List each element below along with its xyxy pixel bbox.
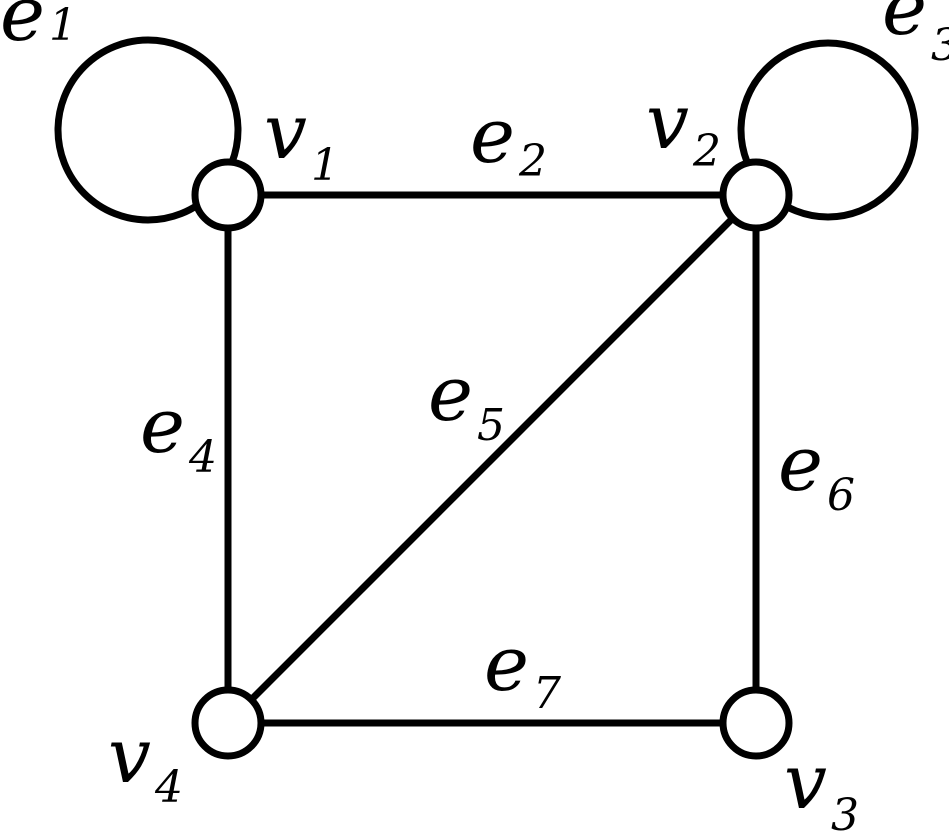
vertex-v3 <box>719 686 793 760</box>
label-e2: e2 <box>470 91 547 187</box>
vertex-v2 <box>719 158 793 232</box>
edge-e3-loop <box>737 39 919 221</box>
vertices <box>191 158 793 760</box>
label-e4: e4 <box>140 381 217 483</box>
vertex-v4 <box>191 686 265 760</box>
edge-e5 <box>225 192 759 726</box>
label-e3: e3 <box>882 0 949 71</box>
edge-e1-loop <box>54 36 242 224</box>
label-v1: v1 <box>264 87 339 191</box>
vertex-v1 <box>191 158 265 232</box>
vertex-labels: v1 v2 v3 v4 <box>108 77 859 838</box>
edges <box>54 36 919 727</box>
label-v2: v2 <box>646 77 721 177</box>
label-e6: e6 <box>778 419 855 521</box>
label-e1: e1 <box>0 0 77 58</box>
label-v4: v4 <box>108 711 183 813</box>
edge-labels: e1 e2 e3 e4 e5 e6 e7 <box>0 0 949 719</box>
label-e5: e5 <box>428 349 505 451</box>
label-e7: e7 <box>484 619 561 719</box>
label-v3: v3 <box>784 737 859 838</box>
